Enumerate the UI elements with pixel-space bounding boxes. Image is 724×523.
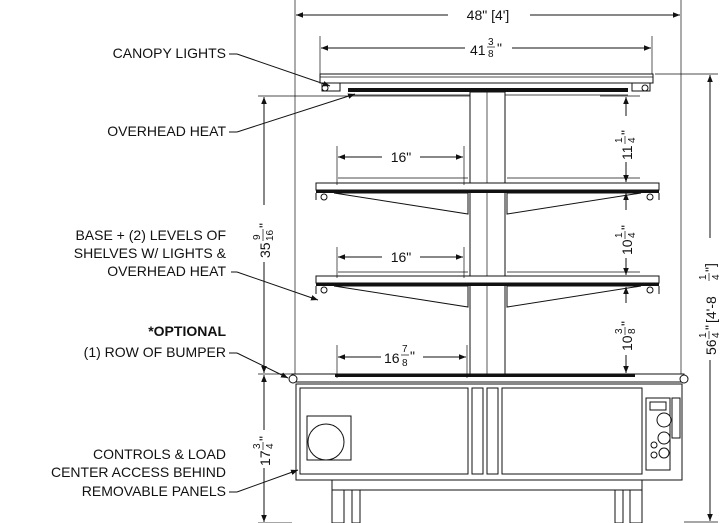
upper-shelf: [315, 177, 660, 215]
upper-gap-den: 4: [627, 137, 638, 143]
overall-height-alt-num: 1: [698, 274, 709, 280]
base-height-dimension: 17 3 4 ": [252, 375, 292, 523]
lower-gap-den: 8: [627, 328, 638, 334]
middle-gap-dimension: 10 1 4 ": [614, 193, 638, 275]
canopy: [319, 73, 654, 96]
base-label-line1: BASE + (2) LEVELS OF: [75, 227, 226, 243]
callout-controls: CONTROLS & LOAD CENTER ACCESS BEHIND REM…: [51, 446, 299, 499]
bumper: [288, 374, 689, 384]
base-label-line2: SHELVES W/ LIGHTS &: [74, 245, 227, 261]
shelf-stack-height-unit: ": [256, 223, 272, 228]
canopy-lights-label: CANOPY LIGHTS: [113, 45, 226, 61]
upper-gap-num: 1: [614, 137, 625, 143]
canopy-width-unit: ": [497, 40, 502, 56]
overall-height-alt-pre: [4'-8: [703, 296, 719, 323]
lower-shelf-depth-dimension: 16 7 8 ": [336, 344, 468, 378]
shelf-stack-height-dimension: 35 9 16 ": [252, 95, 470, 375]
base-label-line3: OVERHEAD HEAT: [107, 263, 226, 279]
lower-shelf-depth-unit: ": [410, 348, 415, 364]
overall-width-text: 48" [4']: [467, 7, 510, 23]
middle-gap-unit: ": [618, 225, 634, 230]
middle-shelf-depth-text: 16": [391, 249, 412, 265]
overall-height-alt-post: "]: [702, 263, 718, 272]
overall-height-whole: 56: [703, 339, 719, 355]
lower-shelf-depth-num: 7: [402, 344, 408, 355]
shelf-stack-height-den: 16: [265, 229, 276, 241]
overhead-heat-label: OVERHEAD HEAT: [107, 123, 226, 139]
overall-height-num: 1: [698, 332, 709, 338]
lower-gap-num: 3: [614, 328, 625, 334]
base-deck: [291, 373, 685, 383]
overall-height-unit: ": [702, 325, 718, 330]
controls-label-line1: CONTROLS & LOAD: [93, 446, 226, 462]
center-column: [469, 91, 506, 375]
lower-gap-unit: ": [618, 321, 634, 326]
base-height-den: 4: [265, 443, 276, 449]
callout-overhead-heat: OVERHEAD HEAT: [107, 93, 356, 139]
upper-gap-dimension: 11 1 4 ": [600, 95, 640, 182]
base-height-whole: 17: [257, 450, 273, 466]
upper-shelf-depth-dimension: 16": [336, 146, 465, 185]
optional-label: *OPTIONAL: [148, 323, 226, 339]
base-height-unit: ": [256, 436, 272, 441]
callout-base-shelves: BASE + (2) LEVELS OF SHELVES W/ LIGHTS &…: [74, 227, 319, 301]
lower-gap-whole: 10: [619, 335, 635, 351]
lower-shelf-depth-whole: 16: [384, 350, 400, 366]
lower-shelf-depth-den: 8: [402, 358, 408, 369]
base-height-num: 3: [252, 443, 263, 449]
callout-optional-bumper: *OPTIONAL (1) ROW OF BUMPER: [84, 323, 289, 379]
middle-gap-num: 1: [614, 232, 625, 238]
base-cabinet: [295, 383, 683, 481]
canopy-width-den: 8: [488, 49, 494, 60]
middle-gap-whole: 10: [619, 239, 635, 255]
overall-height-alt-den: 4: [711, 274, 722, 280]
canopy-width-dimension: 41 3 8 ": [319, 36, 653, 75]
middle-gap-den: 4: [627, 232, 638, 238]
bumper-label: (1) ROW OF BUMPER: [84, 344, 226, 360]
shelf-stack-height-whole: 35: [257, 242, 273, 258]
upper-gap-unit: ": [618, 130, 634, 135]
controls-label-line3: REMOVABLE PANELS: [82, 483, 226, 499]
middle-shelf: [315, 271, 660, 308]
middle-shelf-depth-dimension: 16": [336, 247, 465, 278]
upper-gap-whole: 11: [619, 145, 635, 160]
lower-gap-dimension: 10 3 8 ": [614, 287, 638, 373]
overall-height-dimension: 56 1 4 " [4'-8 1 4 "]: [655, 73, 722, 523]
shelf-stack-height-num: 9: [252, 234, 263, 240]
canopy-width-num: 3: [488, 37, 494, 48]
overall-width-dimension: 48" [4']: [294, 0, 682, 380]
upper-shelf-depth-text: 16": [391, 149, 412, 165]
canopy-width-whole: 41: [470, 42, 486, 58]
overall-height-den: 4: [711, 332, 722, 338]
controls-label-line2: CENTER ACCESS BEHIND: [51, 464, 226, 480]
callout-canopy-lights: CANOPY LIGHTS: [113, 45, 331, 87]
base-legs: [331, 479, 643, 523]
